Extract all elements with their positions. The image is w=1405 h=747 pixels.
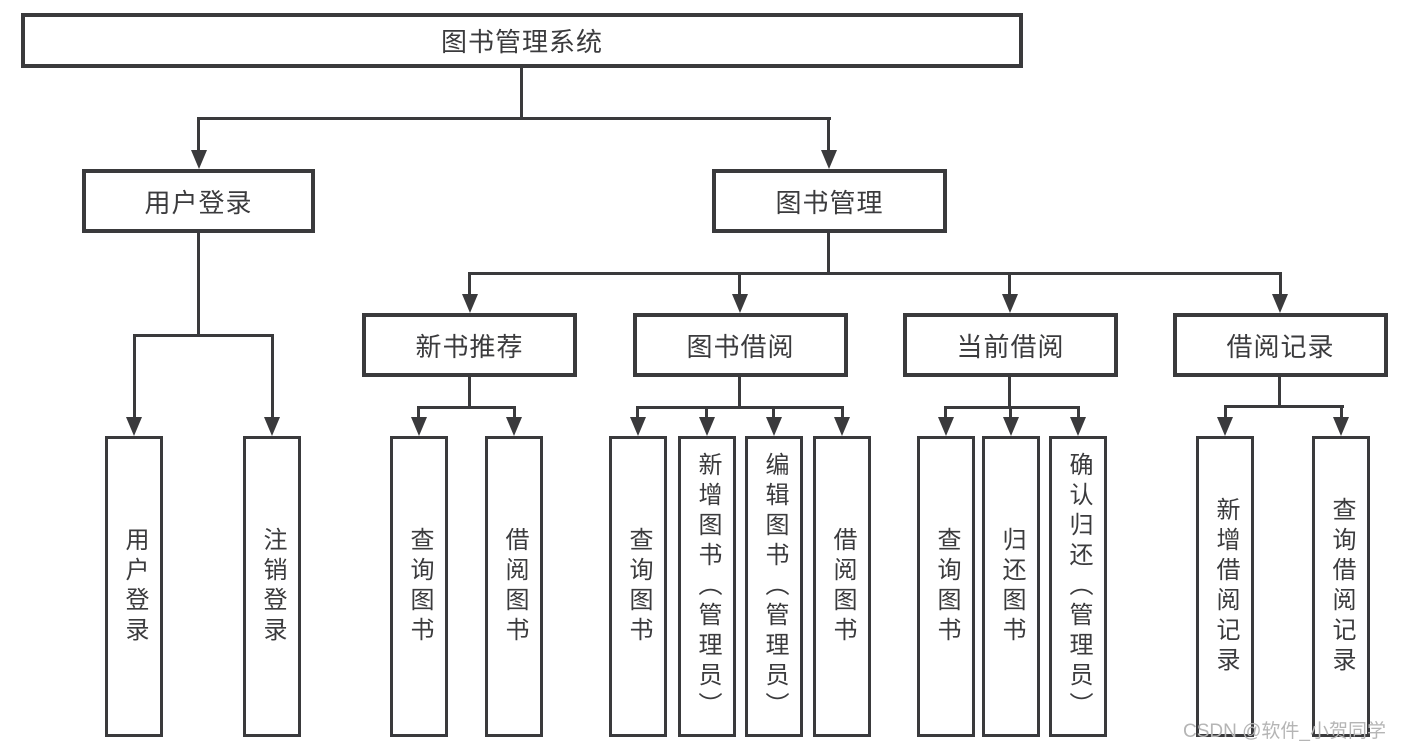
arrow-down-icon (630, 417, 646, 436)
arrow-down-icon (411, 417, 427, 436)
leaf-current-query-books: 查询图书 (917, 436, 975, 737)
leaf-label: 编辑图书（管理员） (761, 451, 788, 722)
connector-drop (417, 406, 420, 418)
connector-stem (520, 68, 523, 118)
connector-stem (197, 233, 200, 335)
connector-drop (1077, 406, 1080, 418)
leaf-label: 借阅图书 (501, 526, 528, 647)
leaf-records-add-record: 新增借阅记录 (1196, 436, 1254, 737)
arrow-down-icon (938, 417, 954, 436)
leaf-label: 查询图书 (625, 526, 652, 647)
node-book-management: 图书管理 (712, 169, 947, 233)
node-user-login: 用户登录 (82, 169, 315, 233)
connector-drop (133, 334, 136, 418)
connector-drop (738, 272, 741, 295)
connector-drop (1224, 405, 1227, 418)
arrow-down-icon (699, 417, 715, 436)
node-new-book-recommend: 新书推荐 (362, 313, 577, 377)
leaf-label: 用户登录 (121, 526, 148, 647)
connector-drop (705, 406, 708, 418)
arrow-down-icon (1217, 417, 1233, 436)
arrow-down-icon (1333, 417, 1349, 436)
connector-rail (1224, 405, 1344, 408)
leaf-label: 查询图书 (406, 526, 433, 647)
connector-drop (1340, 405, 1343, 418)
leaf-borrowing-edit-books-admin: 编辑图书（管理员） (745, 436, 803, 737)
leaf-current-return-books: 归还图书 (982, 436, 1040, 737)
arrow-down-icon (1002, 294, 1018, 313)
connector-rail (417, 406, 516, 409)
connector-rail (133, 334, 274, 337)
connector-stem (827, 233, 830, 273)
connector-stem (1278, 377, 1281, 406)
leaf-user-login: 用户登录 (105, 436, 163, 737)
arrow-down-icon (462, 294, 478, 313)
csdn-watermark: CSDN @软件_小贺同学 (1183, 721, 1386, 742)
leaf-borrowing-add-books-admin: 新增图书（管理员） (678, 436, 736, 737)
connector-drop (636, 406, 639, 418)
arrow-down-icon (821, 150, 837, 169)
leaf-logout: 注销登录 (243, 436, 301, 737)
connector-drop (1008, 272, 1011, 295)
arrow-down-icon (126, 417, 142, 436)
leaf-newbook-borrow-books: 借阅图书 (485, 436, 543, 737)
leaf-borrowing-query-books: 查询图书 (609, 436, 667, 737)
arrow-down-icon (766, 417, 782, 436)
connector-rail (636, 406, 844, 409)
connector-stem (468, 377, 471, 408)
connector-rail (944, 406, 1080, 409)
leaf-label: 借阅图书 (829, 526, 856, 647)
connector-drop (1279, 272, 1282, 295)
node-library-system: 图书管理系统 (21, 13, 1023, 68)
leaf-label: 查询图书 (933, 526, 960, 647)
arrow-down-icon (1003, 417, 1019, 436)
arrow-down-icon (732, 294, 748, 313)
connector-drop (468, 272, 471, 295)
leaf-label: 新增图书（管理员） (694, 451, 721, 722)
leaf-newbook-query-books: 查询图书 (390, 436, 448, 737)
leaf-current-confirm-return-admin: 确认归还（管理员） (1049, 436, 1107, 737)
connector-drop (841, 406, 844, 418)
node-book-borrowing: 图书借阅 (633, 313, 848, 377)
leaf-borrowing-borrow-books: 借阅图书 (813, 436, 871, 737)
connector-drop (772, 406, 775, 418)
arrow-down-icon (506, 417, 522, 436)
arrow-down-icon (191, 150, 207, 169)
connector-drop (944, 406, 947, 418)
connector-stem (1008, 377, 1011, 408)
leaf-label: 注销登录 (259, 526, 286, 647)
node-borrowing-records: 借阅记录 (1173, 313, 1388, 377)
connector-drop (197, 117, 200, 151)
connector-rail (468, 272, 1282, 275)
connector-rail (197, 117, 831, 120)
leaf-label: 新增借阅记录 (1212, 496, 1239, 677)
arrow-down-icon (1070, 417, 1086, 436)
arrow-down-icon (1272, 294, 1288, 313)
leaf-label: 查询借阅记录 (1328, 496, 1355, 677)
connector-drop (271, 334, 274, 418)
arrow-down-icon (834, 417, 850, 436)
leaf-label: 归还图书 (998, 526, 1025, 647)
leaf-label: 确认归还（管理员） (1065, 451, 1092, 722)
connector-drop (1009, 406, 1012, 418)
connector-stem (738, 377, 741, 408)
connector-drop (827, 117, 830, 151)
node-current-borrowing: 当前借阅 (903, 313, 1118, 377)
connector-drop (513, 406, 516, 418)
leaf-records-query-record: 查询借阅记录 (1312, 436, 1370, 737)
arrow-down-icon (264, 417, 280, 436)
